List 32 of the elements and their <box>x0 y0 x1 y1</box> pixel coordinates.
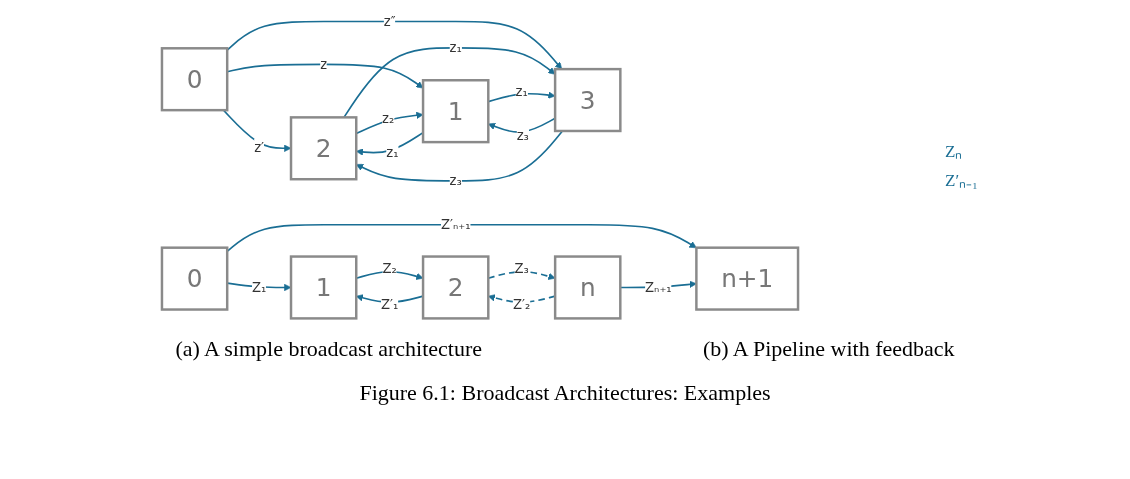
edge-label: Z′ₙ₊₁ <box>440 216 471 233</box>
subfigure-caption: (b) A Pipeline with feedback <box>702 336 955 362</box>
node-box: 0 <box>160 246 229 311</box>
node-box: n+1 <box>695 246 800 311</box>
node-box: 1 <box>421 79 490 144</box>
node-box: 3 <box>553 67 622 133</box>
node-box: 0 <box>160 47 229 112</box>
figure-caption: Figure 6.1: Broadcast Architectures: Examples <box>359 380 771 406</box>
edge-label: Z′₂ <box>513 296 531 313</box>
node-box: 1 <box>289 255 358 320</box>
subfigure-caption: (a) A simple broadcast architecture <box>175 336 483 362</box>
edge-label: z₃ <box>516 128 529 144</box>
math-label: Zₙ <box>945 141 964 162</box>
edge-label: z <box>320 56 328 72</box>
edge-label: z′ <box>254 140 265 156</box>
math-label: Z′ₙ₋₁ <box>945 170 980 191</box>
edge-label: Z′₁ <box>380 296 399 313</box>
edge-label: z″ <box>383 13 396 29</box>
edge-label: z₂ <box>382 110 395 127</box>
edge-label: z₁ <box>386 144 399 161</box>
arrow <box>222 109 292 152</box>
node-box: 2 <box>289 116 358 181</box>
node-box: n <box>553 255 622 320</box>
edge-label: z₃ <box>449 172 462 189</box>
edge-label: z₁ <box>449 39 462 56</box>
edge-label: Zₙ₊₁ <box>645 279 672 295</box>
edge-label: Z₃ <box>514 260 529 277</box>
edge-label: z₁ <box>515 83 528 100</box>
edge-label: Z₁ <box>251 279 267 295</box>
edge-label: Z₂ <box>382 260 397 277</box>
node-box: 2 <box>421 255 490 320</box>
arrow <box>226 20 563 70</box>
